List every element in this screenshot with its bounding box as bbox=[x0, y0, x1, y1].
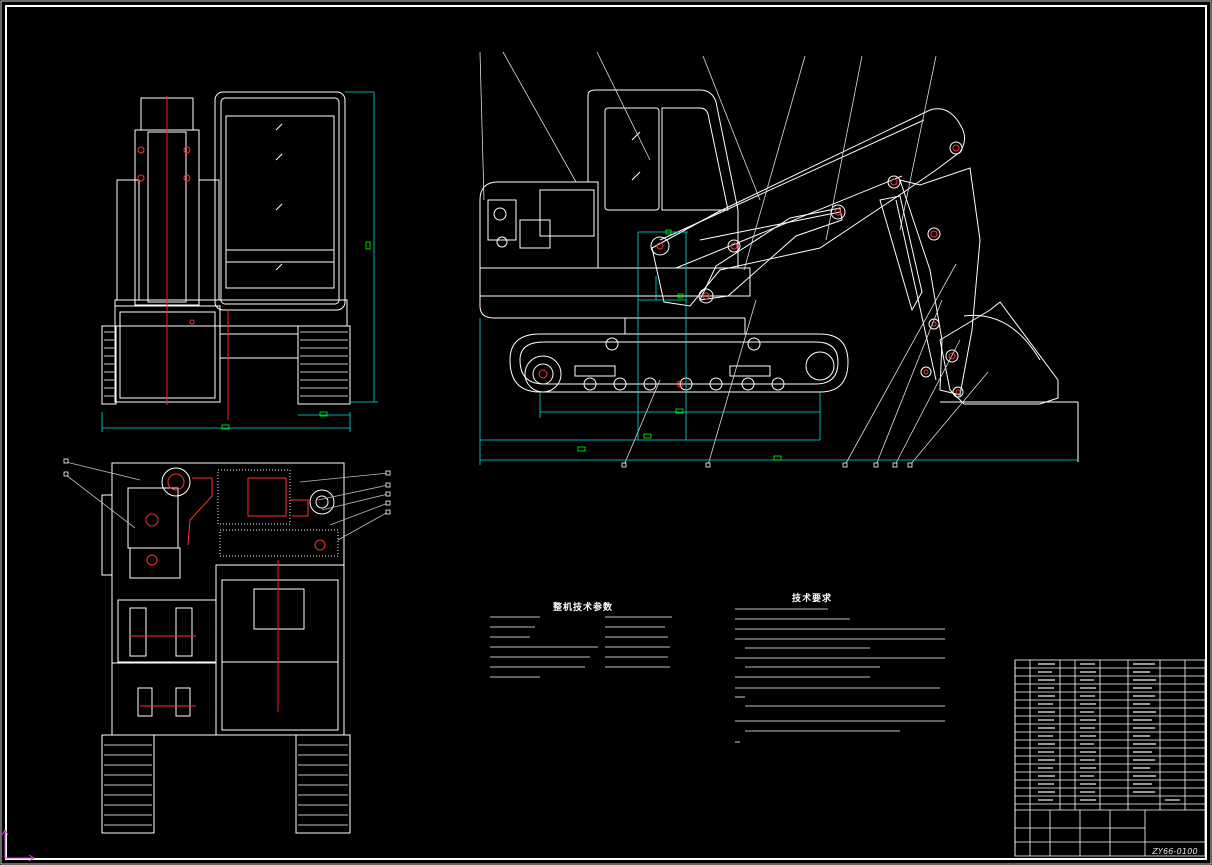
front-view bbox=[101, 91, 351, 405]
inner-frame bbox=[5, 5, 1207, 860]
drawing-number: ZY66-0100 bbox=[1152, 847, 1198, 856]
plan-view bbox=[101, 462, 351, 834]
requirements-title: 技术要求 bbox=[792, 594, 833, 604]
side-view-leaders bbox=[479, 51, 989, 468]
front-view-dimensions bbox=[101, 91, 378, 432]
front-view-centerlines bbox=[166, 96, 229, 420]
parameters-list bbox=[490, 616, 672, 678]
plan-view-leaders bbox=[63, 458, 391, 541]
requirements-list bbox=[735, 608, 945, 743]
title-block bbox=[1014, 659, 1206, 857]
ucs-icon bbox=[1, 829, 35, 862]
side-view-dimensions bbox=[479, 229, 1078, 465]
parameters-title: 整机技术参数 bbox=[553, 603, 614, 613]
